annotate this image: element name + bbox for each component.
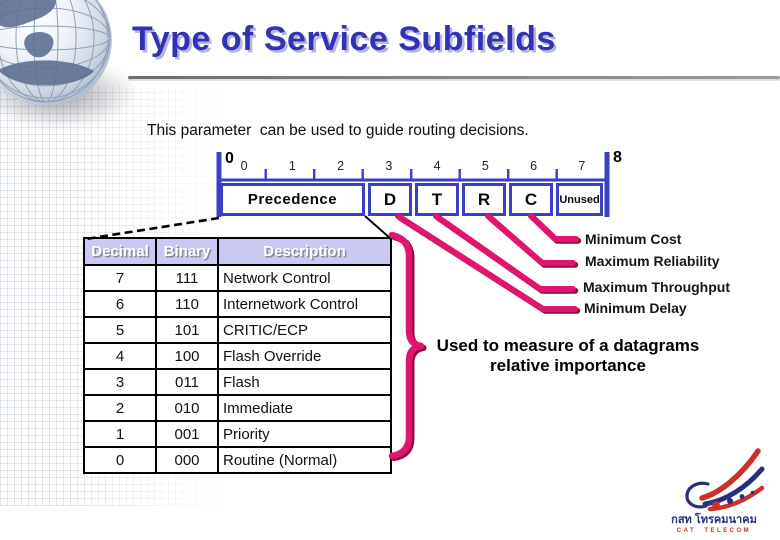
bit-index: 4 bbox=[433, 159, 441, 173]
logo-dot-red bbox=[712, 501, 720, 509]
cell-binary: 100 bbox=[155, 342, 219, 370]
cat-telecom-logo: กสท โทรคมนาคม CAT TELECOM bbox=[671, 448, 765, 534]
field-box-reliability-bit: R bbox=[462, 183, 506, 216]
cell-decimal: 2 bbox=[83, 394, 157, 422]
table-row: 4 100 Flash Override bbox=[83, 342, 392, 370]
field-box-cost-bit: C bbox=[509, 183, 553, 216]
annotation-line1: Used to measure of a datagrams bbox=[436, 336, 700, 355]
field-box-precedence: Precedence bbox=[220, 183, 365, 216]
label-maximum-throughput: Maximum Throughput bbox=[583, 279, 730, 295]
connector-reliability bbox=[485, 213, 576, 266]
header-decimal: Decimal bbox=[83, 237, 157, 266]
table-row: 6 110 Internetwork Control bbox=[83, 290, 392, 318]
field-box-throughput-bit: T bbox=[415, 183, 459, 216]
cell-decimal: 3 bbox=[83, 368, 157, 396]
bit-start-index: 0 bbox=[225, 150, 234, 167]
cell-binary: 111 bbox=[155, 264, 219, 292]
cell-description: CRITIC/ECP bbox=[217, 316, 392, 344]
label-minimum-cost: Minimum Cost bbox=[585, 231, 682, 247]
field-box-unused: Unused bbox=[556, 183, 603, 216]
cell-description: Immediate bbox=[217, 394, 392, 422]
title-divider bbox=[128, 76, 780, 79]
logo-thai-text: กสท โทรคมนาคม bbox=[671, 512, 757, 526]
table-row: 7 111 Network Control bbox=[83, 264, 392, 292]
logo-dot-blue bbox=[727, 498, 733, 504]
table-row: 1 001 Priority bbox=[83, 420, 392, 448]
cell-binary: 101 bbox=[155, 316, 219, 344]
cell-description: Network Control bbox=[217, 264, 392, 292]
field-box-delay-bit: D bbox=[368, 183, 412, 216]
bit-index: 5 bbox=[481, 159, 489, 173]
label-minimum-delay: Minimum Delay bbox=[584, 300, 687, 316]
cell-binary: 110 bbox=[155, 290, 219, 318]
logo-dot-blue bbox=[739, 494, 745, 499]
cell-description: Flash bbox=[217, 368, 392, 396]
globe-graticule bbox=[0, 0, 111, 103]
bit-end-index: 8 bbox=[613, 149, 622, 166]
logo-red-swoosh-top bbox=[699, 448, 761, 501]
cell-binary: 011 bbox=[155, 368, 219, 396]
logo-blue-arc bbox=[685, 481, 710, 509]
cell-binary: 000 bbox=[155, 446, 219, 474]
connector-cost bbox=[528, 213, 579, 242]
subtitle-text: This parameter can be used to guide rout… bbox=[147, 122, 529, 139]
connector-delay bbox=[395, 213, 578, 312]
cell-description: Routine (Normal) bbox=[217, 446, 392, 474]
bit-index: 6 bbox=[530, 159, 538, 173]
cell-decimal: 1 bbox=[83, 420, 157, 448]
cell-binary: 001 bbox=[155, 420, 219, 448]
cell-decimal: 0 bbox=[83, 446, 157, 474]
bit-index: 3 bbox=[385, 159, 393, 173]
bit-index: 0 bbox=[240, 159, 248, 173]
importance-annotation: Used to measure of a datagrams relative … bbox=[412, 336, 724, 376]
logo-navy-swoosh bbox=[702, 466, 765, 507]
table-header-row: Decimal Binary Description bbox=[83, 237, 392, 266]
cell-description: Priority bbox=[217, 420, 392, 448]
bit-index: 2 bbox=[337, 159, 345, 173]
header-description: Description bbox=[217, 237, 392, 266]
table-row: 3 011 Flash bbox=[83, 368, 392, 396]
cell-decimal: 5 bbox=[83, 316, 157, 344]
label-maximum-reliability: Maximum Reliability bbox=[585, 253, 720, 269]
annotation-line2: relative importance bbox=[490, 356, 646, 375]
table-row: 0 000 Routine (Normal) bbox=[83, 446, 392, 474]
logo-latin-text: CAT TELECOM bbox=[677, 528, 751, 534]
cell-binary: 010 bbox=[155, 394, 219, 422]
cell-description: Flash Override bbox=[217, 342, 392, 370]
cell-decimal: 4 bbox=[83, 342, 157, 370]
bit-index-row: 0 1 2 3 4 5 6 7 bbox=[220, 159, 606, 173]
logo-dot-blue bbox=[750, 490, 755, 495]
slide-title: Type of Service Subfields bbox=[132, 20, 556, 58]
table-row: 2 010 Immediate bbox=[83, 394, 392, 422]
precedence-table: Decimal Binary Description 7 111 Network… bbox=[83, 237, 392, 474]
cell-description: Internetwork Control bbox=[217, 290, 392, 318]
table-row: 5 101 CRITIC/ECP bbox=[83, 316, 392, 344]
header-binary: Binary bbox=[155, 237, 219, 266]
cell-decimal: 7 bbox=[83, 264, 157, 292]
connector-throughput bbox=[433, 213, 576, 292]
cell-decimal: 6 bbox=[83, 290, 157, 318]
wedge-solid-line bbox=[364, 215, 392, 240]
bit-index: 7 bbox=[578, 159, 586, 173]
bit-index: 1 bbox=[288, 159, 296, 173]
